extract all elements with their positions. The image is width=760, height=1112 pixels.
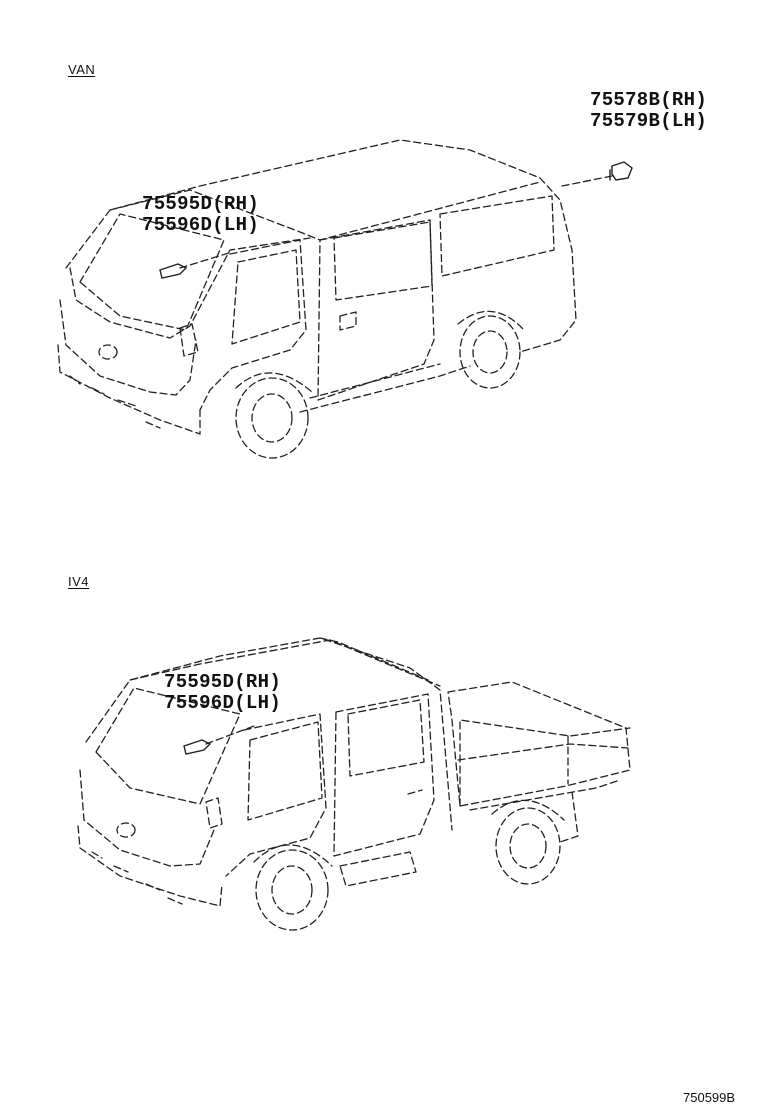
section-label-iv4: IV4 bbox=[68, 574, 90, 589]
iv4-rear-door bbox=[333, 693, 435, 857]
van-side-window-1 bbox=[333, 221, 433, 301]
van-windshield bbox=[79, 213, 225, 331]
van-side-window-2 bbox=[439, 195, 555, 277]
van-roof-part-number-rh: 75595D(RH) bbox=[142, 193, 260, 215]
iv4-front-wheel bbox=[255, 849, 329, 931]
van-front-door bbox=[199, 239, 307, 411]
van-roof-part-number-lh: 75596D(LH) bbox=[142, 214, 260, 236]
van-rear-marker-lamp bbox=[611, 161, 633, 181]
iv4-front-door bbox=[225, 713, 327, 877]
van-roof-marker-lamp bbox=[159, 263, 188, 279]
iv4-front-grille bbox=[79, 769, 215, 867]
section-label-van: VAN bbox=[68, 62, 96, 77]
diagram-code: 750599B bbox=[683, 1090, 736, 1105]
iv4-windshield bbox=[95, 687, 241, 805]
iv4-truck-bed bbox=[447, 681, 631, 807]
iv4-roof-part-number-rh: 75595D(RH) bbox=[164, 671, 282, 693]
iv4-roof-marker-lamp bbox=[183, 739, 212, 755]
iv4-rear-wheel bbox=[495, 807, 561, 885]
iv4-roof-part-number-lh: 75596D(LH) bbox=[164, 692, 282, 714]
van-sliding-door bbox=[317, 219, 435, 401]
van-front-window bbox=[231, 249, 301, 345]
van-rear-wheel bbox=[459, 315, 521, 389]
rear-marker-part-number-rh: 75578B(RH) bbox=[590, 89, 708, 111]
van-front-grille bbox=[59, 299, 197, 396]
van-body-outline bbox=[65, 139, 577, 353]
iv4-rear-window bbox=[347, 699, 425, 777]
van-front-wheel bbox=[235, 377, 309, 459]
iv4-front-window bbox=[247, 721, 323, 821]
rear-marker-part-number-lh: 75579B(LH) bbox=[590, 110, 708, 132]
